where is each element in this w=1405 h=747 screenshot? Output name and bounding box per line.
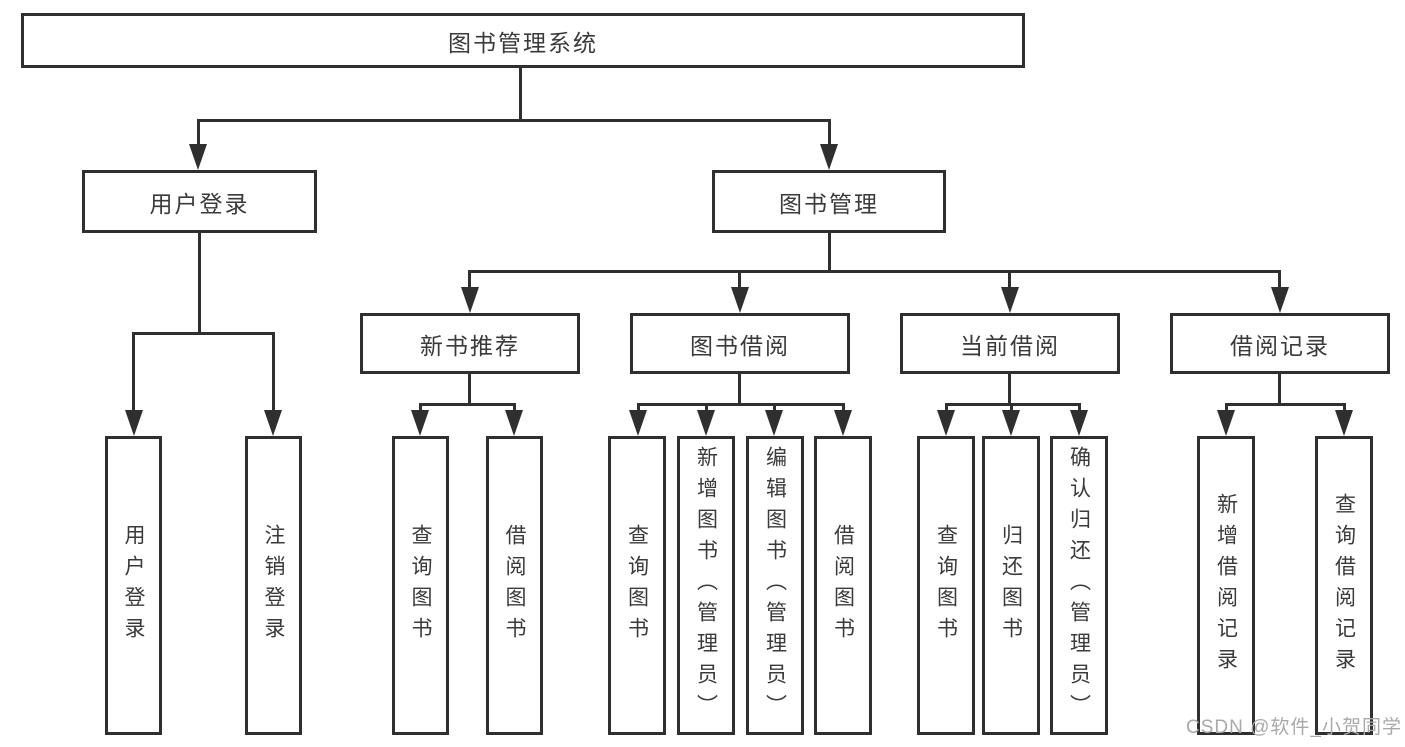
arrow-down-book-mgmt — [820, 144, 838, 170]
leaf-br-query-record: 查询借阅记录 — [1315, 436, 1373, 735]
connector-nbr-vertical — [468, 374, 471, 405]
node-book-management: 图书管理 — [712, 170, 946, 233]
connector-br-vertical — [1278, 374, 1281, 405]
arrow-down-bb-borrow — [834, 410, 852, 436]
leaf-bb-add-books-admin-label: 新增图书（管理员） — [694, 446, 718, 725]
node-borrowing-records: 借阅记录 — [1170, 313, 1390, 374]
leaf-cb-query-books: 查询图书 — [917, 436, 975, 735]
connector-stub-logout — [272, 332, 275, 412]
arrow-down-bb-query — [629, 410, 647, 436]
connector-stub-cb-1 — [945, 403, 948, 413]
node-library-management-system: 图书管理系统 — [21, 13, 1025, 68]
leaf-logout-label: 注销登录 — [262, 523, 285, 648]
leaf-br-query-record-label: 查询借阅记录 — [1332, 492, 1356, 679]
connector-root-vertical — [519, 68, 522, 121]
leaf-nbr-borrow-books-label: 借阅图书 — [503, 523, 526, 648]
leaf-user-login: 用户登录 — [105, 436, 162, 735]
leaf-cb-return-books-label: 归还图书 — [999, 523, 1023, 648]
arrow-down-login — [125, 410, 143, 436]
arrow-down-br-add — [1217, 410, 1235, 436]
connector-stub-new-book-rec — [468, 270, 471, 290]
leaf-bb-query-books-label: 查询图书 — [625, 523, 649, 648]
arrow-down-logout — [264, 410, 282, 436]
csdn-watermark: CSDN @软件_小贺同学 — [1186, 717, 1402, 738]
connector-br-horizontal — [1225, 403, 1346, 406]
arrow-down-nbr-query — [411, 410, 429, 436]
arrow-down-bb-add — [697, 410, 715, 436]
connector-bb-vertical — [738, 374, 741, 405]
connector-stub-bb-4 — [842, 403, 845, 413]
node-user-login: 用户登录 — [82, 170, 317, 233]
leaf-logout: 注销登录 — [245, 436, 302, 735]
connector-bb-horizontal — [637, 403, 845, 406]
connector-stub-cb-2 — [1010, 403, 1013, 413]
connector-stub-br-2 — [1343, 403, 1346, 413]
connector-nbr-horizontal — [419, 403, 516, 406]
arrow-down-nbr-borrow — [505, 410, 523, 436]
connector-root-horizontal — [197, 119, 831, 122]
connector-bookmgmt-horizontal — [468, 270, 1281, 273]
arrow-down-cb-return — [1002, 410, 1020, 436]
connector-stub-user-login — [197, 119, 200, 147]
arrow-down-cb-query — [937, 410, 955, 436]
leaf-cb-confirm-return-admin: 确认归还（管理员） — [1050, 436, 1108, 735]
leaf-bb-borrow-books: 借阅图书 — [814, 436, 872, 735]
leaf-bb-edit-books-admin-label: 编辑图书（管理员） — [763, 446, 787, 725]
connector-userlogin-horizontal — [132, 332, 275, 335]
connector-stub-login — [132, 332, 135, 412]
connector-stub-cb-3 — [1078, 403, 1081, 413]
node-new-book-recommendation: 新书推荐 — [360, 313, 580, 374]
arrow-down-bb-edit — [765, 410, 783, 436]
arrow-down-book-borrow — [731, 287, 749, 313]
leaf-bb-borrow-books-label: 借阅图书 — [831, 523, 855, 648]
connector-stub-nbr-1 — [419, 403, 422, 413]
arrow-down-borrow-records — [1271, 287, 1289, 313]
connector-stub-br-1 — [1225, 403, 1228, 413]
leaf-cb-query-books-label: 查询图书 — [934, 523, 958, 648]
connector-bookmgmt-vertical — [828, 233, 831, 272]
connector-stub-bb-3 — [773, 403, 776, 413]
leaf-nbr-borrow-books: 借阅图书 — [486, 436, 543, 735]
arrow-down-current-borrow — [1001, 287, 1019, 313]
connector-cb-vertical — [1008, 374, 1011, 405]
leaf-br-add-record: 新增借阅记录 — [1197, 436, 1255, 735]
connector-stub-current-borrow — [1008, 270, 1011, 290]
connector-stub-book-borrow — [738, 270, 741, 290]
connector-stub-borrow-records — [1278, 270, 1281, 290]
node-current-borrowing: 当前借阅 — [900, 313, 1120, 374]
leaf-nbr-query-books-label: 查询图书 — [409, 523, 432, 648]
leaf-bb-edit-books-admin: 编辑图书（管理员） — [746, 436, 804, 735]
connector-stub-bb-2 — [705, 403, 708, 413]
leaf-cb-confirm-return-admin-label: 确认归还（管理员） — [1067, 446, 1091, 725]
leaf-br-add-record-label: 新增借阅记录 — [1214, 492, 1238, 679]
leaf-bb-add-books-admin: 新增图书（管理员） — [677, 436, 735, 735]
leaf-nbr-query-books: 查询图书 — [392, 436, 449, 735]
connector-cb-horizontal — [945, 403, 1081, 406]
leaf-user-login-label: 用户登录 — [122, 523, 145, 648]
arrow-down-br-query — [1335, 410, 1353, 436]
connector-stub-nbr-2 — [513, 403, 516, 413]
leaf-bb-query-books: 查询图书 — [608, 436, 666, 735]
connector-stub-bb-1 — [637, 403, 640, 413]
arrow-down-cb-confirm — [1070, 410, 1088, 436]
connector-userlogin-vertical — [198, 233, 201, 334]
arrow-down-new-book-rec — [461, 287, 479, 313]
arrow-down-user-login — [189, 144, 207, 170]
node-book-borrowing: 图书借阅 — [630, 313, 850, 374]
connector-stub-book-mgmt — [828, 119, 831, 147]
leaf-cb-return-books: 归还图书 — [982, 436, 1040, 735]
